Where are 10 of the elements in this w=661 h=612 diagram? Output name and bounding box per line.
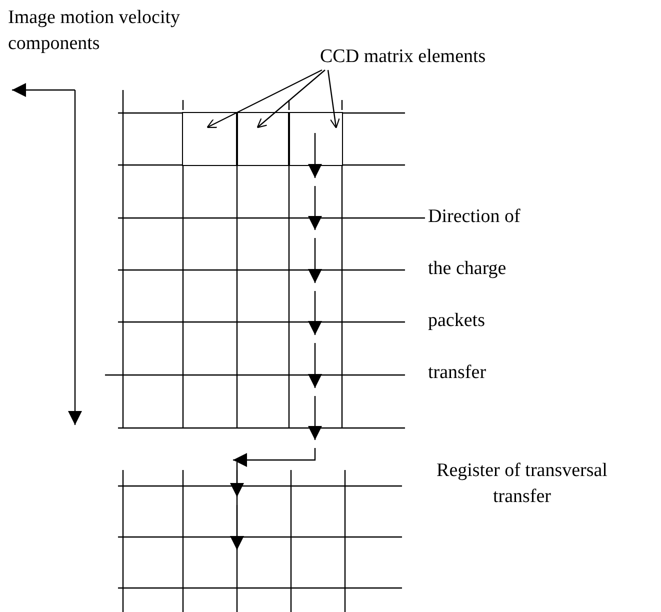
annotation-label: Direction of the charge packets transfer [428,205,522,385]
matrix-cell [236,112,290,166]
leader-line [327,70,340,128]
annotation-label: Register of transversal transfer [436,459,608,509]
matrix-cell [182,112,238,166]
matrix-cell [288,112,343,166]
annotation-label: CCD matrix elements [320,44,520,70]
leader-line [206,69,322,128]
motion-label: Image motion velocity components [8,6,182,56]
leader-line [256,70,326,128]
